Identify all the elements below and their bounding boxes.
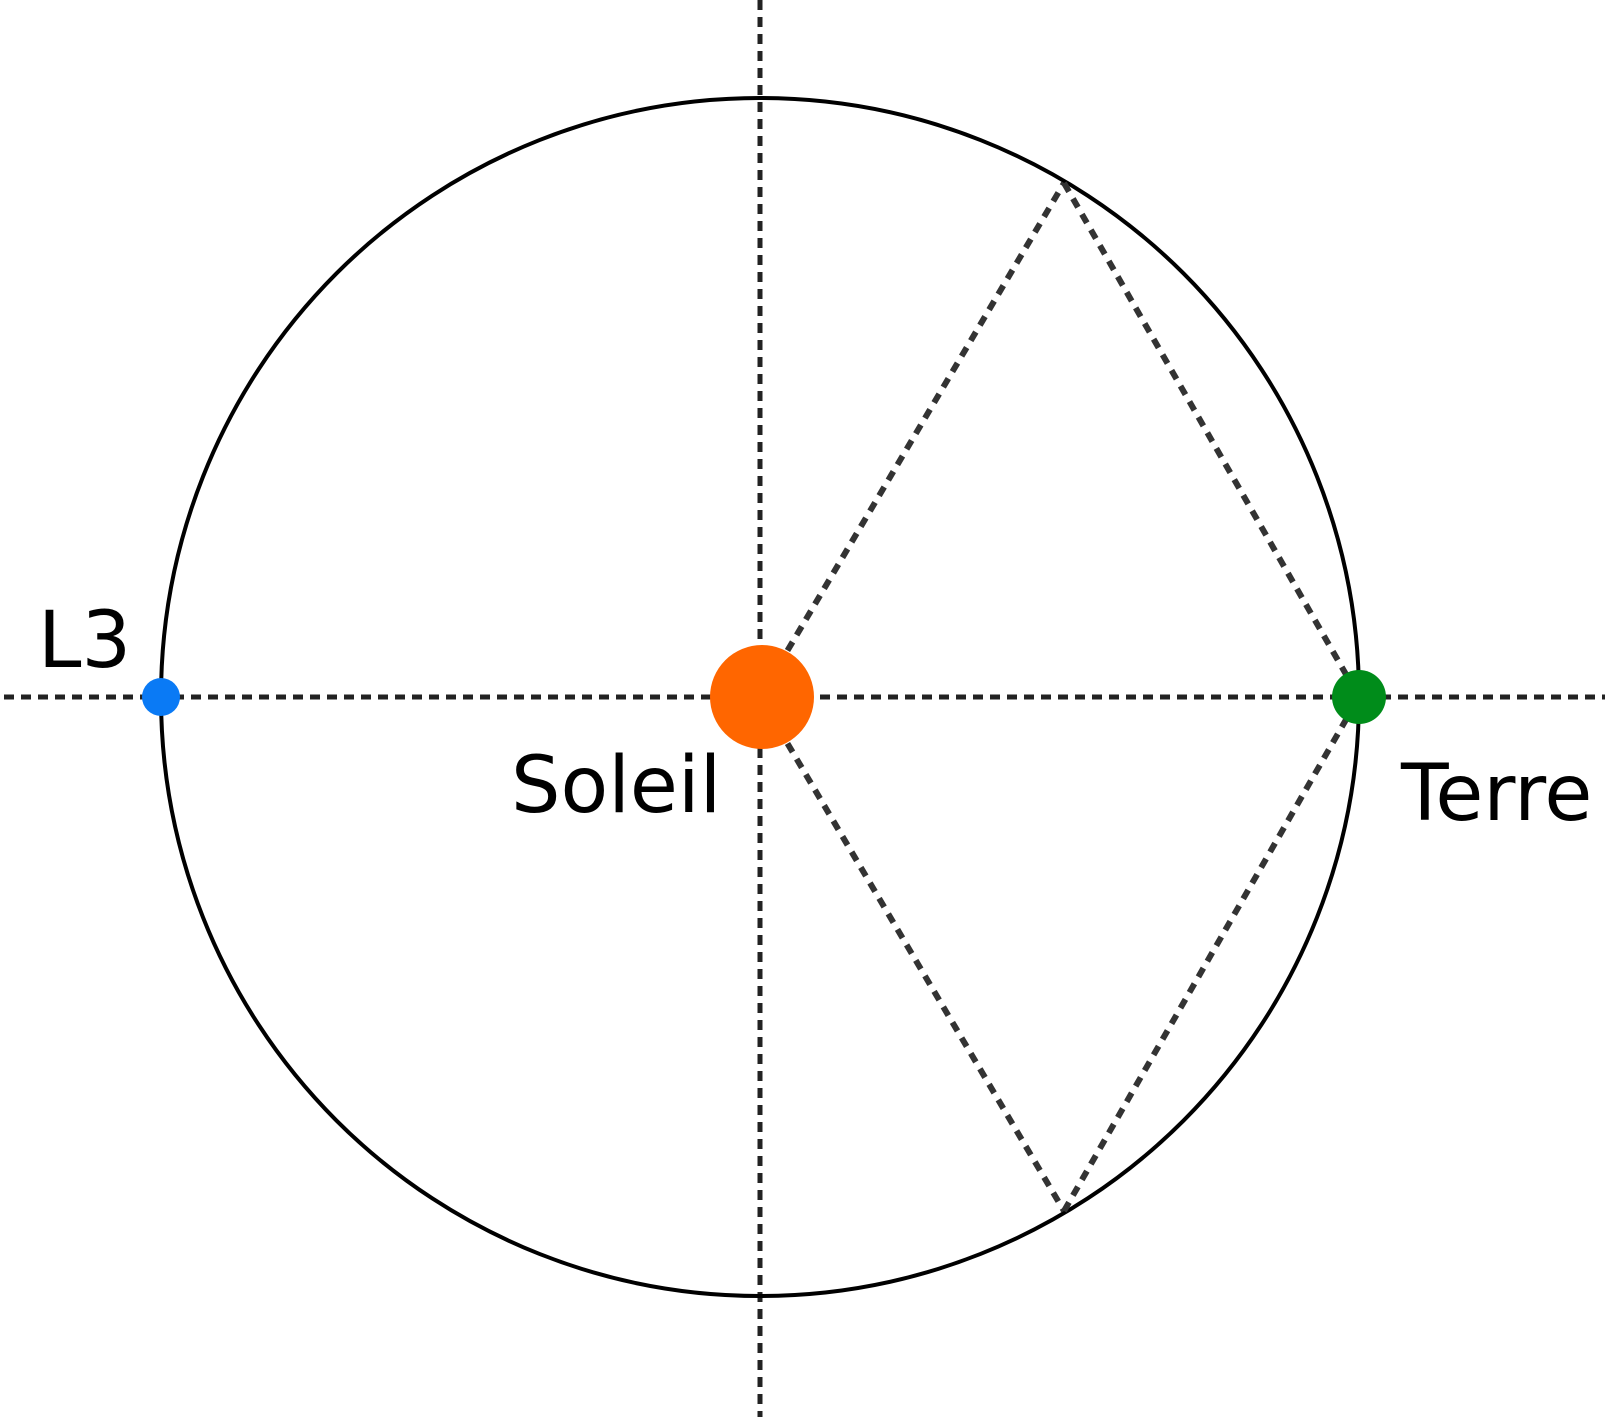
sun-to-l4-line [757, 181, 1067, 699]
sun-marker [710, 645, 814, 749]
l4-to-earth-line [1061, 181, 1362, 699]
earth-label: Terre [1400, 749, 1592, 839]
sun-to-l5-line [757, 695, 1067, 1213]
sun-label: Soleil [511, 741, 721, 831]
l5-to-earth-line [1061, 695, 1362, 1213]
earth-marker [1332, 670, 1386, 724]
l3-marker [142, 678, 180, 716]
l3-label: L3 [38, 596, 131, 686]
